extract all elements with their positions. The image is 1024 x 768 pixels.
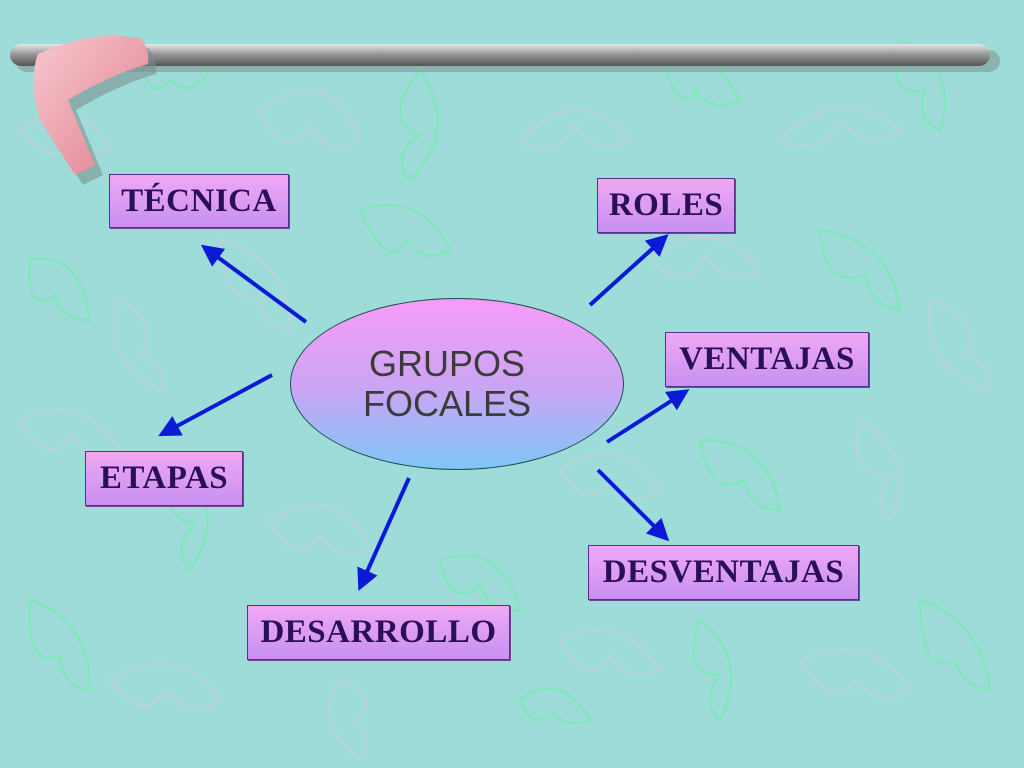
node-roles: ROLES — [597, 178, 735, 233]
node-tecnica: TÉCNICA — [109, 174, 289, 228]
arrow-to-ventajas — [605, 389, 690, 444]
arrow-to-tecnica — [200, 244, 308, 324]
arrow-to-etapas — [158, 373, 273, 437]
node-desarrollo: DESARROLLO — [247, 605, 510, 660]
decorative-rod-hook — [10, 36, 1000, 185]
central-topic-line2: FOCALES — [362, 383, 532, 424]
node-ventajas: VENTAJAS — [665, 332, 869, 387]
arrow-to-desventajas — [596, 468, 670, 542]
node-etapas: ETAPAS — [85, 451, 243, 506]
central-topic-ellipse: GRUPOS FOCALES — [290, 298, 624, 470]
central-topic-line1: GRUPOS — [368, 342, 526, 384]
arrow-to-roles — [588, 234, 669, 307]
arrow-to-desarrollo — [357, 477, 411, 592]
node-desventajas: DESVENTAJAS — [588, 545, 859, 600]
